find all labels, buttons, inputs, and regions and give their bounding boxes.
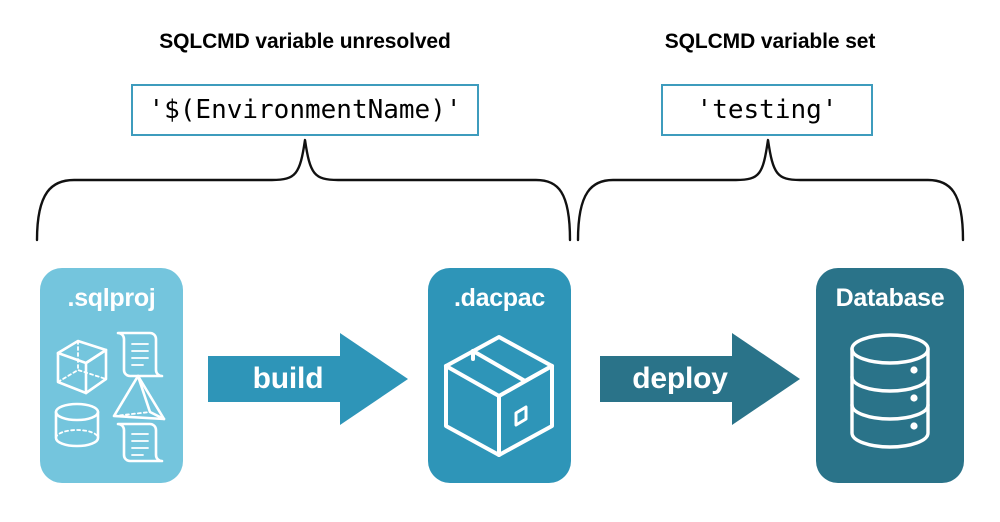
cylinder-icon bbox=[54, 402, 100, 448]
card-dacpac[interactable]: .dacpac bbox=[428, 268, 571, 483]
code-box-environment-name: '$(EnvironmentName)' bbox=[131, 84, 479, 136]
card-sqlproj-label: .sqlproj bbox=[67, 284, 156, 312]
pyramid-icon bbox=[112, 374, 166, 421]
card-database-label: Database bbox=[835, 284, 945, 312]
code-box-testing: 'testing' bbox=[661, 84, 873, 136]
scroll-icon bbox=[116, 331, 164, 378]
card-sqlproj[interactable]: .sqlproj bbox=[40, 268, 183, 483]
arrow-deploy: deploy bbox=[600, 333, 800, 425]
card-dacpac-label: .dacpac bbox=[453, 284, 545, 312]
arrow-build-shape bbox=[208, 333, 408, 425]
arrow-deploy-shape bbox=[600, 333, 800, 425]
database-status-dots bbox=[910, 366, 918, 430]
database-cylinder-icon bbox=[850, 333, 930, 449]
left-brace bbox=[35, 138, 572, 242]
arrow-build: build bbox=[208, 333, 408, 425]
package-box-icon bbox=[444, 335, 554, 457]
card-dacpac-artwork bbox=[444, 335, 554, 457]
right-brace bbox=[576, 138, 965, 242]
card-database-artwork bbox=[850, 333, 930, 449]
scroll-icon bbox=[116, 422, 164, 463]
card-sqlproj-artwork bbox=[54, 331, 166, 463]
heading-sqlcmd-variable-unresolved: SQLCMD variable unresolved bbox=[159, 30, 451, 53]
card-database[interactable]: Database bbox=[816, 268, 964, 483]
heading-sqlcmd-variable-set: SQLCMD variable set bbox=[664, 30, 876, 53]
cube-icon bbox=[56, 339, 108, 395]
brace-connectors bbox=[35, 138, 965, 242]
